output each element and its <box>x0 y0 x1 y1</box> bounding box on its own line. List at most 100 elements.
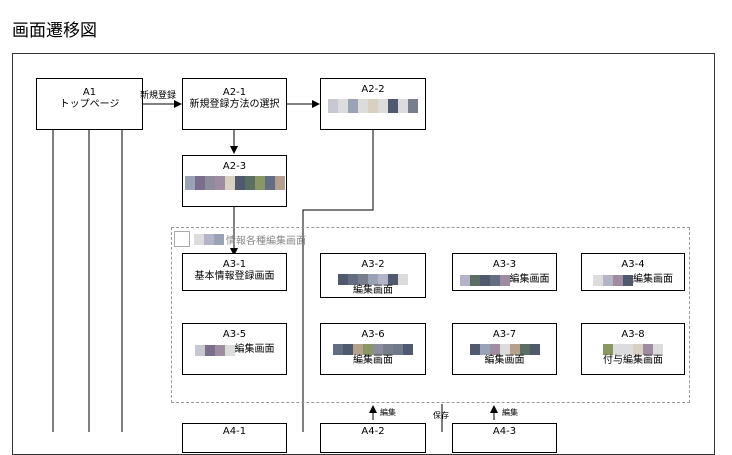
mosaic-block <box>264 176 275 190</box>
mosaic-block <box>184 176 195 190</box>
mosaic-block <box>613 344 623 355</box>
group-icon <box>174 231 190 247</box>
node-a3-2-label: 編集画面 <box>353 285 393 296</box>
node-a3-7-label: 編集画面 <box>484 355 525 366</box>
node-a3-8-label: 付与編集画面 <box>603 355 663 366</box>
mosaic-block <box>363 344 373 355</box>
mosaic-block <box>479 274 490 286</box>
node-a2-3-id: A2-3 <box>222 161 247 172</box>
mosaic-block <box>194 233 204 245</box>
node-a3-5-label: 編集画面 <box>234 344 275 355</box>
mosaic-block <box>403 344 413 355</box>
mosaic-block <box>333 344 343 355</box>
node-a1-label: トップページ <box>59 99 120 110</box>
mosaic-block <box>328 99 338 113</box>
node-a3-1-id: A3-1 <box>222 259 247 270</box>
mosaic-block <box>388 99 398 113</box>
mosaic-block <box>204 176 215 190</box>
mosaic-block <box>653 344 663 355</box>
mosaic-block <box>274 176 285 190</box>
node-a4-2-id: A4-2 <box>361 426 385 437</box>
mosaic-block <box>244 176 255 190</box>
group-header: 情報各種編集画面 <box>174 229 306 249</box>
mosaic-block <box>633 344 643 355</box>
node-a3-6[interactable]: A3-6 編集画面 <box>320 323 426 375</box>
mosaic-block <box>368 274 378 285</box>
mosaic-block <box>358 99 368 113</box>
mosaic-block <box>204 233 214 245</box>
mosaic-block <box>343 344 353 355</box>
connector-lines <box>52 100 498 432</box>
mosaic-block <box>194 176 205 190</box>
mosaic-block <box>378 99 388 113</box>
node-a3-1-label: 基本情報登録画面 <box>194 271 275 282</box>
node-a2-3[interactable]: A2-3 <box>182 155 287 207</box>
edge-label-new-register: 新規登録 <box>140 91 177 101</box>
node-a3-5-id: A3-5 <box>222 329 247 340</box>
mosaic-block <box>338 99 348 113</box>
mosaic-block <box>509 344 520 355</box>
mosaic-block <box>214 233 224 245</box>
mosaic-block <box>519 344 530 355</box>
page-title: 画面遷移図 <box>12 21 97 41</box>
node-a2-1-id: A2-1 <box>222 87 247 98</box>
mosaic-block <box>459 274 470 286</box>
mosaic-block <box>338 274 348 285</box>
mosaic-block <box>348 99 358 113</box>
node-a3-1[interactable]: A3-1 基本情報登録画面 <box>182 253 287 291</box>
redacted-mosaic <box>183 176 286 190</box>
node-a1[interactable]: A1 トップページ <box>36 78 143 130</box>
node-a3-7[interactable]: A3-7 編集画面 <box>452 323 557 375</box>
mosaic-block <box>408 99 418 113</box>
node-a4-1[interactable]: A4-1 <box>182 423 287 453</box>
node-a2-2-id: A2-2 <box>361 84 385 95</box>
node-a3-3[interactable]: A3-3 編集画面 <box>452 253 557 291</box>
mosaic-block <box>378 274 388 285</box>
mosaic-block <box>373 344 383 355</box>
mosaic-block <box>479 344 490 355</box>
mosaic-block <box>499 274 510 286</box>
mosaic-block <box>214 176 225 190</box>
node-a2-1[interactable]: A2-1 新規登録方法の選択 <box>182 78 287 130</box>
node-a4-2[interactable]: A4-2 <box>320 423 426 453</box>
node-a4-1-id: A4-1 <box>222 426 247 437</box>
mosaic-block <box>603 344 613 355</box>
mosaic-block <box>613 274 623 286</box>
redacted-mosaic <box>194 344 235 356</box>
mosaic-block <box>254 176 265 190</box>
mosaic-block <box>469 274 480 286</box>
edge-label-edit-left: 編集 <box>380 408 396 417</box>
mosaic-block <box>398 99 408 113</box>
mosaic-block <box>353 344 363 355</box>
mosaic-block <box>368 99 378 113</box>
node-a3-7-id: A3-7 <box>492 329 517 340</box>
node-a3-6-label: 編集画面 <box>353 355 393 366</box>
node-a2-1-label: 新規登録方法の選択 <box>189 99 280 110</box>
node-a3-4-label: 編集画面 <box>633 274 673 285</box>
redacted-mosaic <box>321 274 425 285</box>
mosaic-block <box>623 274 633 286</box>
node-a2-2[interactable]: A2-2 <box>320 78 426 130</box>
redacted-mosaic <box>321 344 425 355</box>
node-a3-2[interactable]: A3-2 編集画面 <box>320 253 426 298</box>
node-a3-5[interactable]: A3-5 編集画面 <box>182 323 287 375</box>
mosaic-block <box>623 344 633 355</box>
redacted-mosaic <box>194 233 224 245</box>
mosaic-block <box>489 344 500 355</box>
mosaic-block <box>469 344 480 355</box>
group-label: 情報各種編集画面 <box>226 235 306 247</box>
mosaic-block <box>383 344 393 355</box>
mosaic-block <box>204 344 215 356</box>
redacted-mosaic <box>321 99 425 113</box>
node-a3-6-id: A3-6 <box>361 329 385 340</box>
mosaic-block <box>234 176 245 190</box>
edit-screens-group <box>171 227 690 403</box>
mosaic-block <box>593 274 603 286</box>
mosaic-block <box>388 274 398 285</box>
node-a3-8[interactable]: A3-8 付与編集画面 <box>581 323 685 375</box>
mosaic-block <box>499 344 510 355</box>
node-a3-4-id: A3-4 <box>621 259 645 270</box>
node-a4-3[interactable]: A4-3 <box>452 423 557 453</box>
node-a3-4[interactable]: A3-4 編集画面 <box>581 253 685 291</box>
mosaic-block <box>348 274 358 285</box>
